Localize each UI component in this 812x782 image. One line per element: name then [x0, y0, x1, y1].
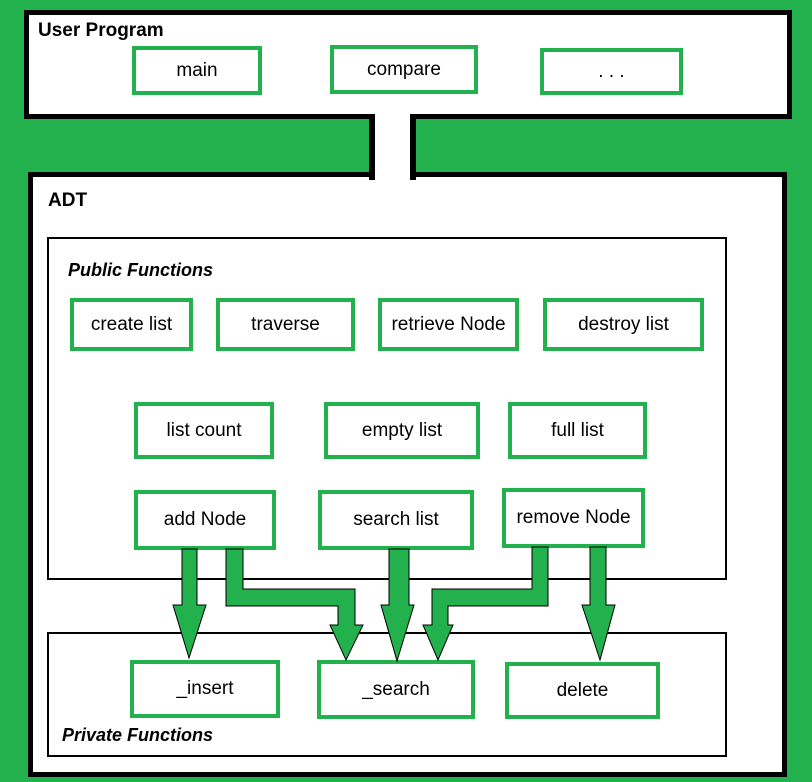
- node-ellipsis: . . .: [540, 48, 683, 95]
- node-create-list: create list: [70, 298, 193, 351]
- connector-channel-right-edge: [410, 114, 416, 180]
- adt-title: ADT: [48, 190, 88, 211]
- node-remove-node: remove Node: [502, 488, 645, 548]
- node-empty-list: empty list: [324, 402, 480, 459]
- user-program-title: User Program: [38, 20, 164, 41]
- connector-channel-left-edge: [369, 114, 375, 180]
- user-program-container: User Program main compare . . .: [24, 10, 792, 119]
- public-functions-section: Public Functions create list traverse re…: [47, 237, 727, 580]
- private-functions-section: _insert _search delete Private Functions: [47, 632, 727, 757]
- node-full-list: full list: [508, 402, 647, 459]
- node-insert: _insert: [130, 660, 280, 718]
- node-traverse: traverse: [216, 298, 355, 351]
- node-search: _search: [317, 660, 475, 719]
- node-search-list: search list: [318, 490, 474, 550]
- node-delete: delete: [505, 662, 660, 719]
- node-retrieve-node: retrieve Node: [378, 298, 519, 351]
- private-functions-title: Private Functions: [62, 725, 214, 745]
- adt-container: ADT Public Functions create list travers…: [28, 172, 787, 777]
- public-functions-title: Public Functions: [68, 260, 214, 280]
- connector-channel: [375, 112, 410, 184]
- node-compare: compare: [330, 45, 478, 94]
- node-list-count: list count: [134, 402, 274, 459]
- node-add-node: add Node: [134, 490, 276, 550]
- node-main: main: [132, 46, 262, 95]
- node-destroy-list: destroy list: [543, 298, 704, 351]
